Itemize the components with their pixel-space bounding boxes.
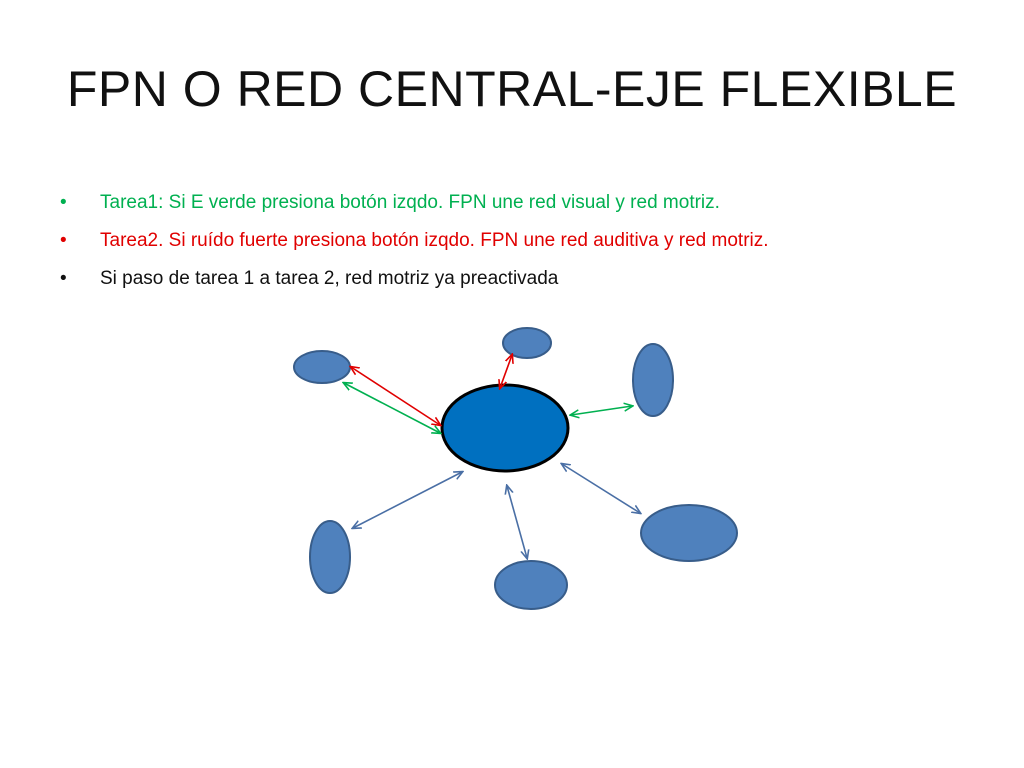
- bullet-transition: • Si paso de tarea 1 a tarea 2, red motr…: [60, 260, 980, 298]
- bullet-dot: •: [60, 268, 67, 289]
- bullet-dot: •: [60, 230, 67, 251]
- bullet-text: Tarea2. Si ruído fuerte presiona botón i…: [100, 230, 769, 251]
- node-right-top: [632, 343, 674, 417]
- node-left-top: [293, 350, 351, 384]
- bullet-tarea1: • Tarea1: Si E verde presiona botón izqd…: [60, 184, 980, 222]
- arrow-hub-left-top-green: [344, 383, 440, 433]
- arrow-hub-top-red: [500, 355, 512, 388]
- bullet-list: • Tarea1: Si E verde presiona botón izqd…: [60, 184, 980, 298]
- node-hub: [440, 383, 570, 473]
- arrow-hub-bottom-blue: [507, 486, 527, 558]
- arrow-hub-right-bottom-blue: [562, 464, 640, 513]
- bullet-text: Si paso de tarea 1 a tarea 2, red motriz…: [100, 268, 559, 289]
- arrow-hub-right-top-green: [571, 406, 632, 415]
- bullet-text: Tarea1: Si E verde presiona botón izqdo.…: [100, 192, 720, 213]
- node-right-bottom: [640, 504, 738, 562]
- slide-title: FPN O RED CENTRAL-EJE FLEXIBLE: [66, 61, 958, 117]
- arrow-hub-left-top-red: [351, 367, 440, 425]
- arrow-hub-left-bottom-blue: [353, 472, 462, 528]
- bullet-tarea2: • Tarea2. Si ruído fuerte presiona botón…: [60, 222, 980, 260]
- node-top: [502, 327, 552, 359]
- node-bottom: [494, 560, 568, 610]
- node-left-bottom: [309, 520, 351, 594]
- bullet-dot: •: [60, 192, 67, 213]
